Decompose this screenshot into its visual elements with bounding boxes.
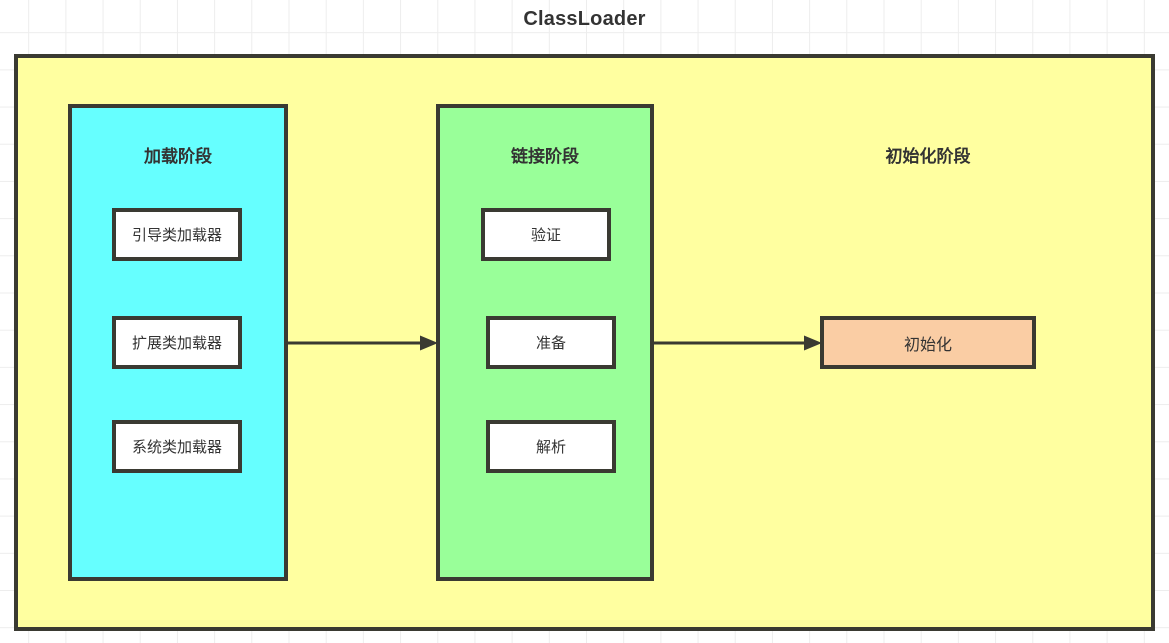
- resolve-box[interactable]: 解析: [486, 420, 616, 473]
- prepare-box[interactable]: 准备: [486, 316, 616, 369]
- loading-phase-title: 加载阶段: [144, 147, 212, 166]
- initialization-phase-title: 初始化阶段: [885, 147, 971, 166]
- system-classloader-box[interactable]: 系统类加载器: [112, 420, 242, 473]
- bootstrap-classloader-box[interactable]: 引导类加载器: [112, 208, 242, 261]
- extension-classloader-box[interactable]: 扩展类加载器: [112, 316, 242, 369]
- linking-phase-title: 链接阶段: [511, 147, 579, 166]
- verify-box[interactable]: 验证: [481, 208, 611, 261]
- arrow-linking-to-initialization-icon: [652, 335, 822, 351]
- arrow-loading-to-linking-icon: [286, 335, 438, 351]
- initialization-box[interactable]: 初始化: [820, 316, 1036, 369]
- page-title: ClassLoader: [523, 8, 646, 30]
